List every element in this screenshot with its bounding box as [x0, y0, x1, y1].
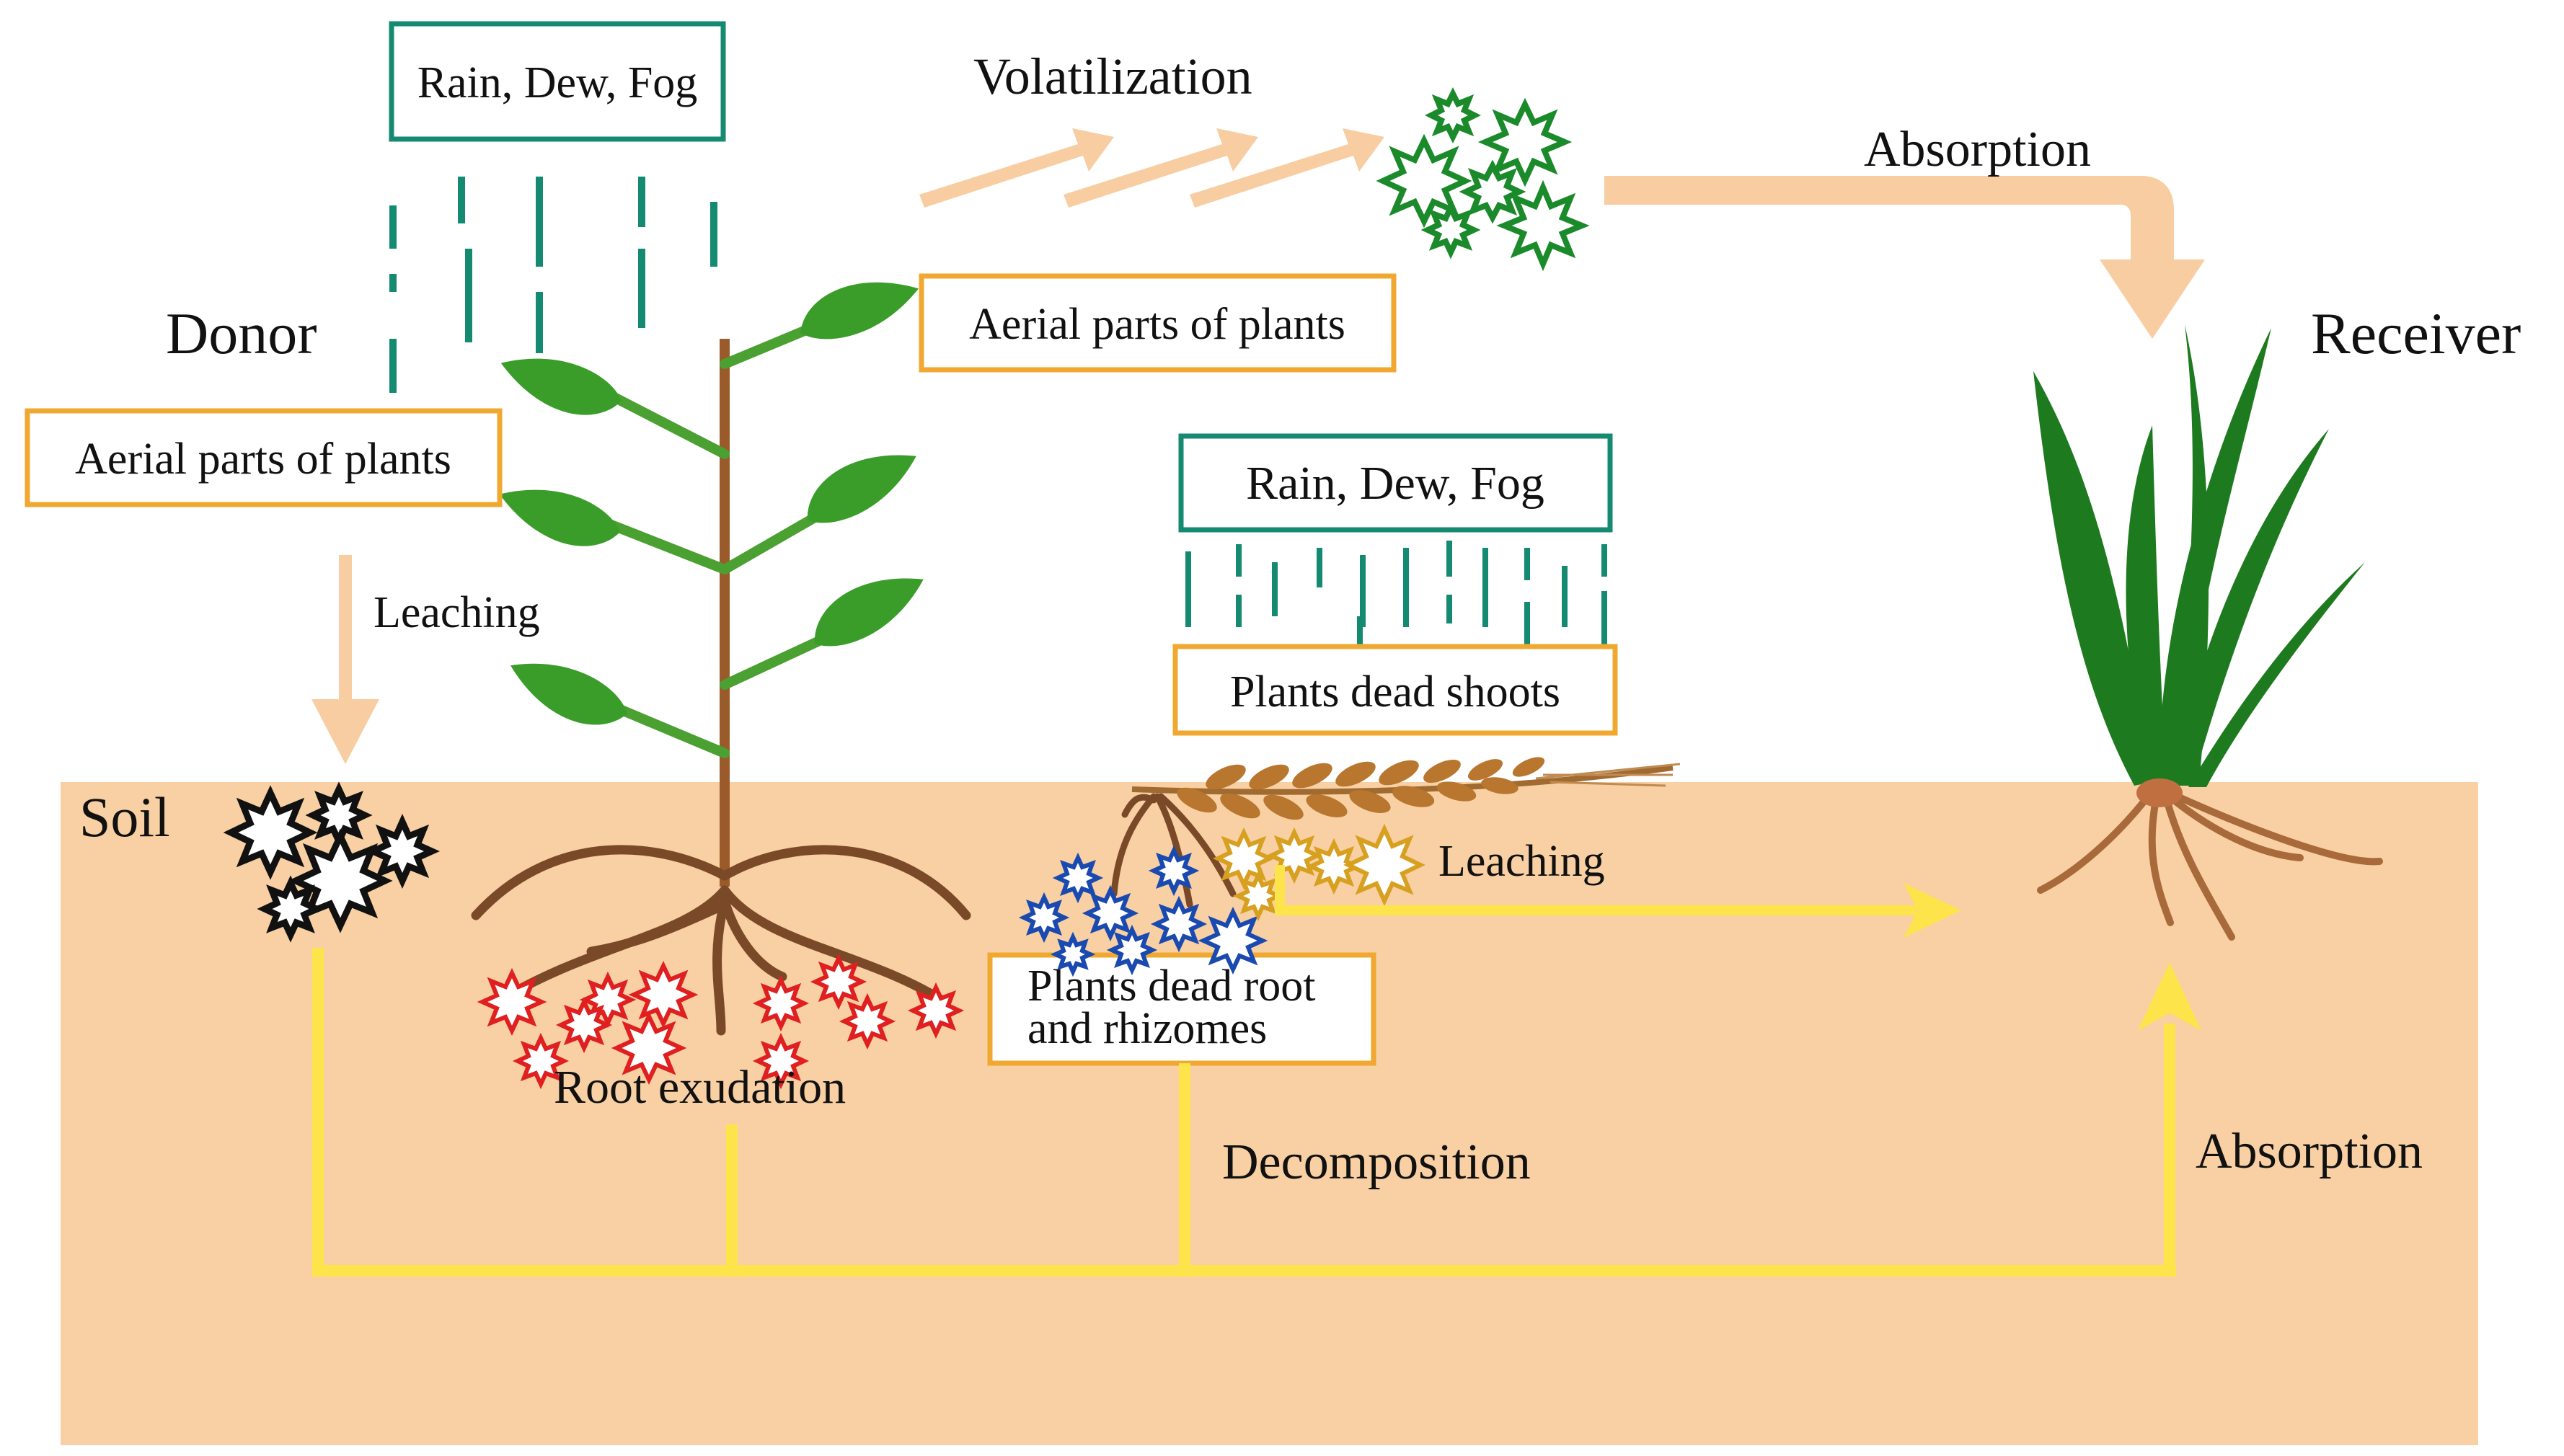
dead-shoot-compounds: [1212, 823, 1425, 922]
soil-label: Soil: [79, 786, 170, 848]
leaf: [491, 471, 627, 561]
donor-label: Donor: [166, 301, 317, 366]
leaching-dead-arrow: [1275, 865, 1961, 938]
grass-blade: [2178, 324, 2209, 786]
aerial-parts-box-right-text: Aerial parts of plants: [969, 300, 1345, 349]
leaf: [492, 340, 628, 430]
grass-blade: [2170, 429, 2329, 786]
dead-shoot: [1131, 757, 1681, 820]
absorption-air-arrow: [1604, 176, 2205, 339]
leaching-donor-label: Leaching: [373, 588, 540, 637]
absorption-air-label: Absorption: [1864, 122, 2091, 177]
rain-streaks-middle: [1185, 541, 1607, 663]
aerial-parts-box-left: Aerial parts of plants: [25, 408, 503, 507]
volatilization-arrows: [919, 128, 1384, 208]
dead-root-compounds: [1018, 845, 1268, 977]
dead-shoots-box-text: Plants dead shoots: [1230, 667, 1560, 716]
soil-pathway: [312, 948, 2201, 1277]
volatile-compounds: [1376, 87, 1590, 272]
receiver-crown: [2136, 778, 2183, 807]
absorption-soil-label: Absorption: [2196, 1124, 2423, 1179]
dead-roots-box-line2: and rhizomes: [1027, 1004, 1267, 1053]
leaching-arrow-donor: [311, 555, 379, 764]
root-exudation-label: Root exudation: [554, 1061, 846, 1114]
leaf: [500, 644, 635, 741]
receiver-plant: [2033, 324, 2365, 787]
rain-box-top: Rain, Dew, Fog: [389, 21, 726, 142]
donor-plant: [491, 265, 935, 887]
aerial-parts-box-right: Aerial parts of plants: [919, 273, 1397, 373]
leaching-dead-label: Leaching: [1438, 837, 1605, 886]
dead-shoots-box: Plants dead shoots: [1172, 644, 1618, 736]
root-exudates: [477, 953, 965, 1090]
rain-box-middle: Rain, Dew, Fog: [1178, 433, 1613, 533]
receiver-roots: [2037, 793, 2383, 941]
rain-streaks-top: [389, 177, 717, 393]
volatilization-label: Volatilization: [973, 48, 1252, 105]
grass-blade: [2126, 425, 2167, 786]
rain-box-top-text: Rain, Dew, Fog: [417, 58, 698, 107]
dead-roots: [1110, 793, 1237, 908]
grass-blade: [2188, 562, 2365, 787]
leaf: [793, 435, 928, 537]
leaf: [791, 265, 927, 351]
allelochemicals-soil: [223, 781, 440, 943]
rain-box-middle-text: Rain, Dew, Fog: [1246, 457, 1544, 510]
decomposition-label: Decomposition: [1222, 1135, 1531, 1190]
grass-blade: [2033, 371, 2152, 786]
aerial-parts-box-left-text: Aerial parts of plants: [75, 435, 451, 484]
dead-roots-box: Plants dead root and rhizomes: [987, 952, 1376, 1066]
receiver-label: Receiver: [2311, 301, 2521, 366]
leaf: [800, 558, 935, 660]
